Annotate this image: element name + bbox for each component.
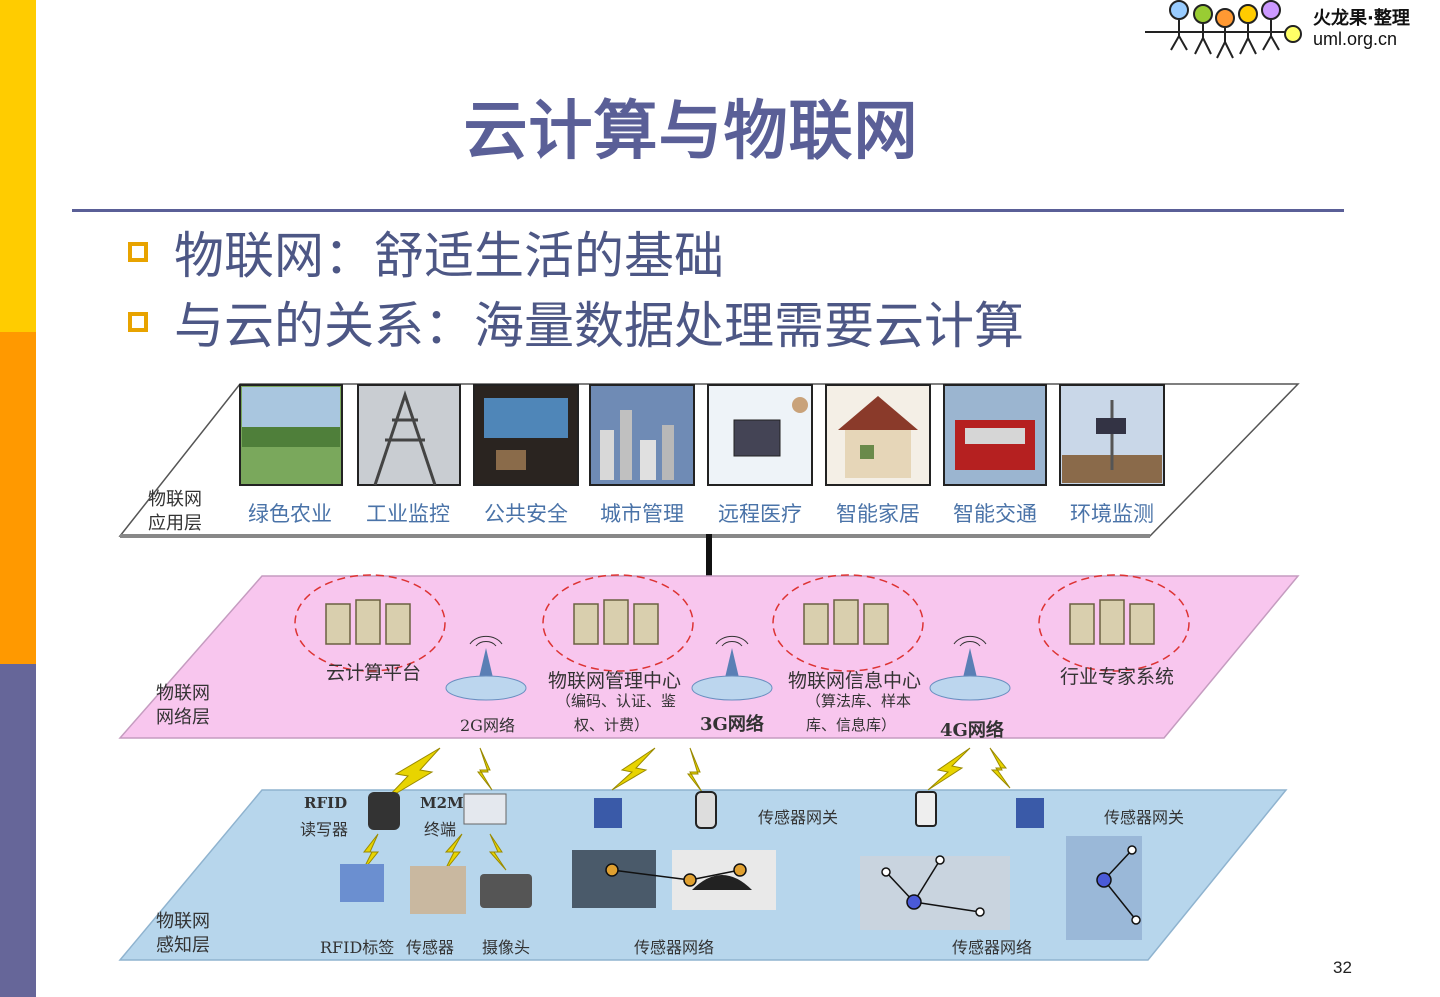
bullet-text: 与云的关系：海量数据处理需要云计算 — [174, 297, 1024, 355]
sidebar-stripe-yellow — [0, 0, 36, 332]
sidebar-stripe — [0, 0, 36, 997]
sidebar-stripe-orange — [0, 332, 36, 664]
bullet-square-icon — [128, 312, 148, 332]
app-photo-smart-home — [825, 384, 931, 486]
layer-connector — [706, 534, 712, 578]
app-label-agriculture: 绿色农业 — [248, 502, 332, 526]
app-photo-security — [473, 384, 579, 486]
camera-label: 摄像头 — [482, 938, 531, 957]
logo-site-text: uml.org.cn — [1313, 29, 1398, 49]
bullet-square-icon — [128, 242, 148, 262]
cell-tower-icons — [445, 635, 1011, 701]
expert-system-label: 行业专家系统 — [1060, 666, 1175, 688]
page-number: 32 — [1333, 958, 1352, 977]
title-divider — [72, 209, 1344, 212]
sidebar-stripe-purple — [0, 664, 36, 997]
app-label-smart-home: 智能家居 — [836, 502, 920, 526]
sensor-gateway-label: 传感器网关 — [758, 808, 839, 827]
layer-label-network: 物联网网络层 — [156, 683, 210, 728]
app-label-security: 公共安全 — [484, 502, 568, 526]
sensing-device-icons — [340, 791, 1142, 940]
server-cluster-icons — [325, 599, 1155, 645]
mgmt-center-detail: 权、计费） — [574, 716, 650, 734]
rfid-reader-label: 读写器 — [300, 820, 349, 839]
info-center-detail: 库、信息库） — [806, 716, 897, 734]
sensor-network-label: 传感器网络 — [634, 938, 715, 957]
app-label-industrial: 工业监控 — [366, 502, 450, 526]
m2m-terminal-label: 终端 — [424, 820, 457, 839]
app-photo-traffic — [943, 384, 1047, 486]
m2m-terminal-label: M2M — [420, 794, 464, 812]
app-photo-environment — [1059, 384, 1165, 486]
network-2g-label: 2G网络 — [460, 716, 515, 735]
logo-brand-text: 火龙果·整理 — [1313, 8, 1410, 29]
app-photo-telemedicine — [707, 384, 813, 486]
network-4g-label: 4G网络 — [940, 720, 1004, 741]
network-layer-plane — [118, 575, 1300, 739]
logo-icon — [1145, 0, 1302, 59]
bullet-text: 物联网：舒适生活的基础 — [174, 227, 724, 285]
network-3g-label: 3G网络 — [700, 714, 764, 735]
mgmt-center-label: 物联网管理中心 — [548, 670, 682, 692]
app-photo-city — [589, 384, 695, 486]
app-label-traffic: 智能交通 — [953, 502, 1037, 526]
sensor-label: 传感器 — [406, 938, 455, 957]
sensor-network-label: 传感器网络 — [952, 938, 1033, 957]
mgmt-center-detail: （编码、认证、鉴 — [556, 692, 677, 710]
cloud-platform-label: 云计算平台 — [326, 662, 422, 684]
app-photo-agriculture — [239, 384, 343, 486]
app-label-telemedicine: 远程医疗 — [718, 502, 802, 526]
layer-label-sensing: 物联网感知层 — [156, 911, 210, 956]
info-center-detail: （算法库、样本 — [806, 692, 912, 710]
app-label-city: 城市管理 — [600, 502, 684, 526]
layer-label-app: 物联网应用层 — [148, 489, 202, 534]
page-title: 云计算与物联网 — [463, 95, 919, 169]
app-photo-industrial — [357, 384, 461, 486]
sensor-gateway-label: 传感器网关 — [1104, 808, 1185, 827]
rfid-reader-label: RFID — [304, 794, 348, 812]
rfid-tag-label: RFID标签 — [320, 938, 395, 957]
iot-architecture-diagram — [118, 383, 1300, 961]
sensor-network-nodes — [605, 845, 1141, 925]
wireless-link-icons — [361, 747, 1011, 873]
info-center-label: 物联网信息中心 — [788, 670, 922, 692]
app-label-environment: 环境监测 — [1070, 502, 1154, 526]
